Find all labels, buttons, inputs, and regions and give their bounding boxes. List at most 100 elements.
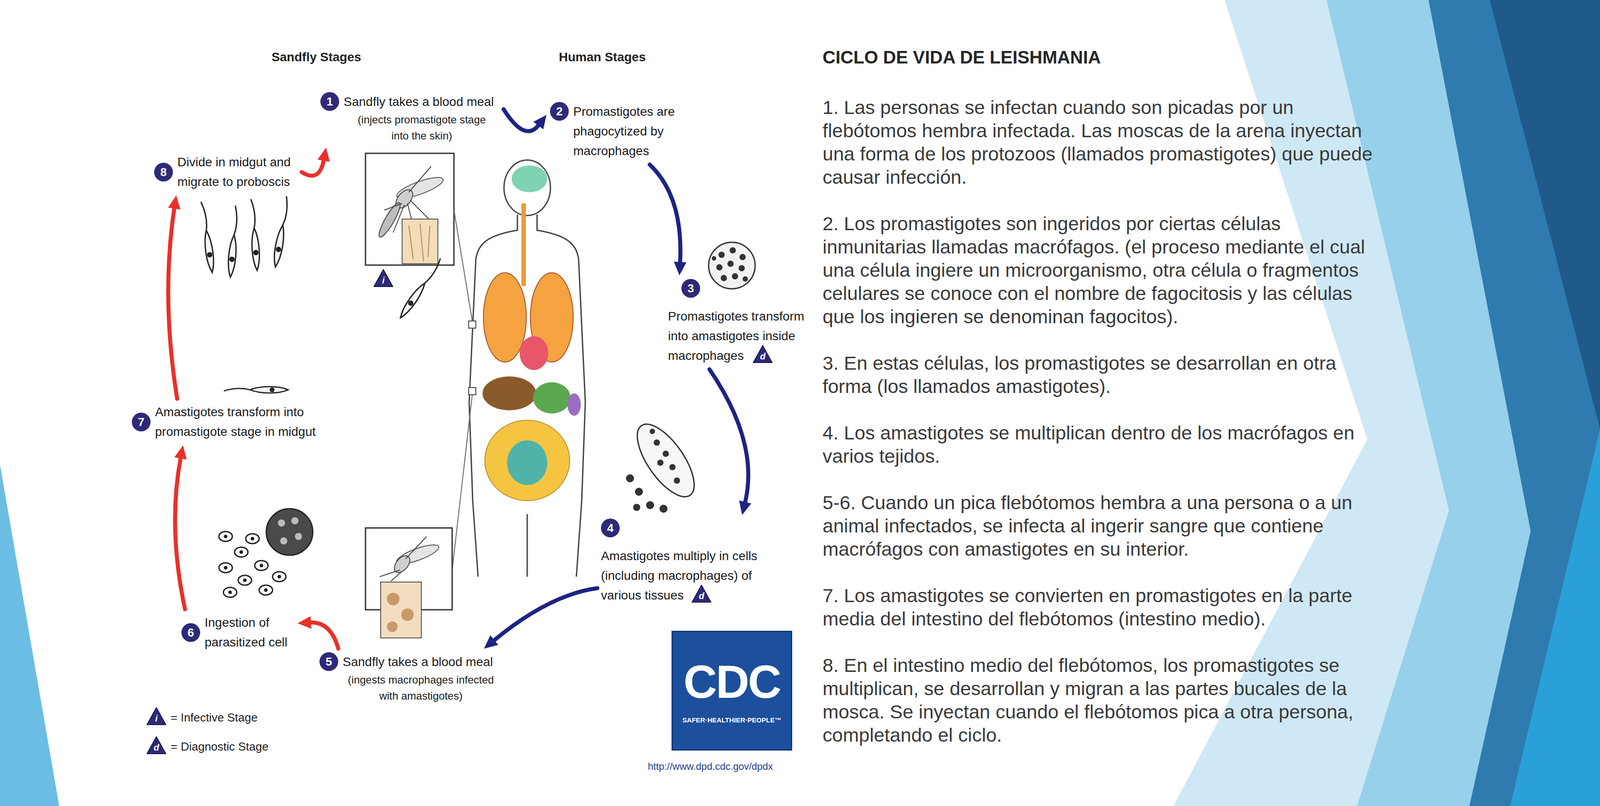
infected-cell — [657, 459, 664, 466]
macrophage — [738, 264, 745, 272]
promastigote-group — [272, 195, 292, 268]
infected-cell — [653, 439, 660, 446]
infected-cell — [633, 503, 641, 511]
callout-number: 1 — [320, 92, 340, 111]
amastigote-cluster — [239, 550, 244, 554]
sandfly-feeding-box — [401, 608, 414, 621]
stage-marker-triangle — [753, 345, 773, 363]
amastigote-cluster — [280, 537, 288, 545]
stage-text: Sandfly takes a blood meal(injects proma… — [343, 92, 500, 144]
callout-number: 8 — [154, 162, 173, 182]
sandfly-feeding-box — [386, 621, 398, 632]
stage-text: Sandfly takes a blood meal(ingests macro… — [342, 651, 500, 704]
stage-node: 1Sandfly takes a blood meal(injects prom… — [316, 88, 504, 148]
stage-description: Promastigotes are phagocytized by macrop… — [573, 101, 681, 161]
stage-node: 3Promastigotes transform into amastigote… — [664, 275, 815, 370]
arrow-line — [493, 587, 598, 641]
stage-detail: (ingests macrophages infected with amast… — [344, 671, 497, 704]
stage-node: 5Sandfly takes a blood meal(ingests macr… — [315, 648, 503, 708]
human-body — [468, 320, 476, 328]
human-body — [521, 203, 526, 286]
paragraph: 3. En estas células, los promastigotes s… — [822, 351, 1382, 398]
infected-cell — [662, 450, 669, 457]
stage-node: 2Promastigotes are phagocytized by macro… — [546, 98, 685, 165]
stage-marker: i — [146, 706, 167, 725]
arrow-line — [310, 622, 339, 649]
infected-cell — [634, 487, 643, 496]
infected-cell — [625, 474, 635, 483]
source-url: http://www.dpd.cdc.gov/dpdx — [647, 760, 773, 773]
amastigote-cluster — [259, 584, 273, 595]
stage-marker-triangle — [146, 736, 166, 754]
stage-text: Ingestion of parasitized cell — [204, 612, 294, 652]
amastigote-cluster — [234, 546, 248, 557]
stage-text: Promastigotes transform into amastigotes… — [667, 306, 811, 366]
macrophage — [708, 242, 756, 289]
human-body — [503, 159, 551, 216]
promastigote — [223, 386, 289, 393]
stage-node: 4Amastigotes multiply in cells (includin… — [597, 514, 768, 609]
stage-detail: (injects promastigote stage into the ski… — [354, 111, 489, 144]
legend-row: = Infective Stage — [170, 709, 258, 725]
stage-marker-triangle — [146, 707, 166, 725]
promastigote-group — [198, 201, 216, 273]
human-body — [484, 419, 570, 501]
cycle-arrow — [174, 445, 187, 609]
logo-box: CDCSAFER·HEALTHIER·PEOPLE™ — [671, 630, 793, 751]
stage-node: 8Divide in midgut and migrate to probosc… — [150, 148, 302, 196]
macrophage — [711, 256, 717, 261]
stage-marker: d — [752, 344, 773, 363]
stage-marker-triangle — [373, 269, 393, 287]
cycle-arrow — [301, 147, 330, 176]
macrophage — [708, 242, 756, 289]
promastigote — [397, 256, 445, 320]
theme-facets — [1326, 0, 1600, 806]
amastigote-cluster — [218, 508, 313, 597]
sandfly-bite-box — [402, 218, 438, 264]
amastigote-cluster — [223, 565, 228, 570]
slide-title: CICLO DE VIDA DE LEISHMANIA — [822, 47, 1101, 68]
stage-text: Promastigotes are phagocytized by macrop… — [573, 101, 681, 161]
amastigote-cluster — [250, 536, 255, 541]
marker-letter: d — [691, 590, 712, 601]
stage-marker: d — [146, 735, 167, 754]
amastigote-cluster — [291, 516, 299, 525]
macrophage — [729, 247, 736, 254]
paragraph: 1. Las personas se infectan cuando son p… — [822, 95, 1382, 189]
cycle-arrow — [503, 109, 547, 131]
promastigote-group — [198, 195, 292, 278]
arrow-line — [709, 369, 749, 503]
stage-marker-triangle — [692, 584, 711, 602]
legend-text: = Infective Stage — [170, 709, 258, 725]
infected-cell — [673, 477, 681, 484]
human-body — [452, 209, 473, 570]
human-body — [533, 382, 571, 414]
stage-description: Amastigotes multiply in cells (including… — [600, 545, 765, 605]
paragraph: 2. Los promastigotes son ingeridos por c… — [822, 211, 1382, 328]
section-heading: Sandfly Stages — [249, 50, 384, 65]
theme-facets — [1510, 428, 1600, 806]
macrophage — [739, 253, 746, 261]
legend-text: = Diagnostic Stage — [170, 738, 269, 754]
text-column: 1. Las personas se infectan cuando son p… — [822, 95, 1382, 770]
arrow-line — [503, 109, 539, 131]
stage-description: Amastigotes transform into promastigote … — [155, 402, 321, 442]
callout-number: 2 — [550, 101, 569, 121]
amastigote-cluster — [259, 563, 264, 567]
amastigote-cluster — [272, 571, 286, 582]
human-body — [468, 387, 476, 395]
paragraph: 5-6. Cuando un pica flebótomos hembra a … — [822, 490, 1382, 561]
infected-cell — [659, 504, 668, 513]
callout-number: 3 — [681, 278, 701, 298]
infected-cell — [646, 500, 655, 509]
macrophage — [718, 251, 725, 258]
stage-marker: d — [691, 584, 712, 603]
human-body — [567, 393, 581, 416]
arrow-line — [175, 457, 185, 609]
human-body — [452, 159, 586, 577]
macrophage — [720, 274, 727, 282]
amastigote-cluster — [223, 534, 228, 538]
human-body — [483, 272, 527, 362]
marker-letter: i — [373, 274, 394, 286]
callout-number: 5 — [319, 651, 339, 671]
